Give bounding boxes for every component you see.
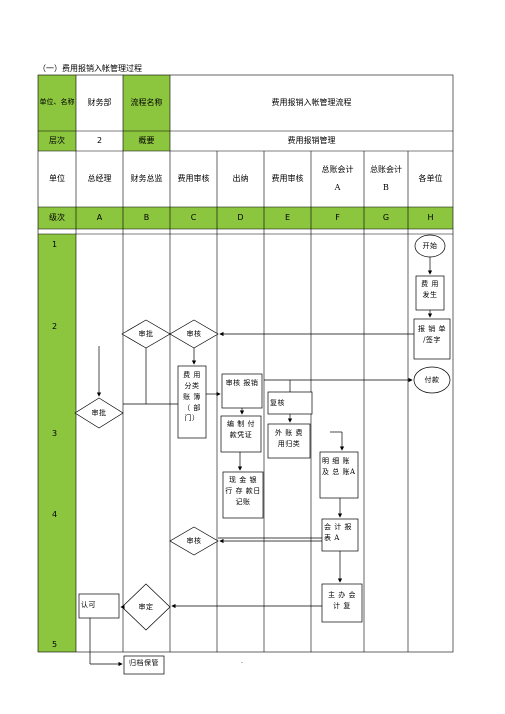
accounting-report-box: [321, 518, 359, 552]
overview-value: 费用报销管理: [287, 135, 336, 145]
row-number-column: [38, 234, 76, 652]
recognize-label: 认可: [81, 601, 96, 609]
start-label: 开始: [422, 242, 438, 250]
payment-label: 付款: [424, 376, 440, 384]
approve-a-diamond: [74, 397, 124, 429]
review-ledger-label: 审核 报销: [225, 379, 259, 387]
level-col-b: B: [143, 212, 150, 222]
level-col-c: C: [190, 212, 197, 222]
cash-journal-label: 现 金 银 行 存 款日记账: [225, 476, 261, 506]
approve-a-label: 审批: [91, 409, 107, 417]
row-number-5: 5: [52, 640, 58, 649]
voucher-label: 编 制 付 款凭证: [227, 420, 255, 439]
recognize-box: [78, 593, 120, 619]
form-sign-label: 报 销 单 /签字: [418, 325, 446, 344]
unit-col-d: 出纳: [232, 173, 249, 183]
form-sign-box: [413, 318, 451, 360]
cash-journal-box: [222, 471, 264, 519]
row-number-4: 4: [52, 510, 58, 519]
detail-ledger-box: [319, 451, 359, 499]
footer-dot: .: [241, 658, 243, 665]
process-name-value: 费用报销入帐管理流程: [271, 97, 352, 107]
process-name-label: 流程名称: [123, 75, 170, 131]
expense-occur-label: 费 用发生: [421, 280, 439, 299]
levels-label: 级次: [49, 212, 65, 222]
review-c2-diamond: [169, 526, 219, 556]
levels-row-bg: [38, 207, 453, 229]
detail-ledger-label: 明 细 账及 总 账A: [322, 457, 356, 476]
voucher-box: [220, 415, 262, 453]
expense-occur-box: [415, 275, 445, 311]
row-number-1: 1: [52, 240, 58, 249]
classify-label: 费 用 分类 账 簿 （ 部门）: [183, 371, 201, 423]
accounting-report-label: 会 计 报 表 A: [324, 523, 352, 542]
unit-name-value: 财务部: [87, 97, 112, 107]
row-number-3: 3: [52, 429, 58, 438]
external-box: [267, 423, 311, 459]
level-col-f: F: [335, 212, 340, 222]
unit-col-a: 总经理: [87, 173, 112, 183]
level-col-g: G: [382, 212, 390, 222]
level-col-e: E: [284, 212, 291, 222]
row-number-2: 2: [52, 322, 58, 331]
classify-box: [177, 365, 207, 439]
level-col-d: D: [237, 212, 244, 222]
unit-col-c: 费用审核: [177, 173, 210, 183]
unit-col-h: 各单位: [418, 173, 443, 183]
unit-name-label: 单位、名称: [38, 75, 76, 131]
section-title: （一）费用报销入帐管理过程: [38, 64, 142, 73]
review-c-label: 审核: [186, 330, 202, 338]
verify-diamond: [121, 583, 171, 631]
level-label: 层次: [38, 131, 76, 151]
level-col-a: A: [96, 212, 103, 222]
unit-col-b: 财务总监: [130, 173, 163, 183]
check-e-label: 复核: [270, 399, 285, 407]
external-label: 外 账 费 用归类: [275, 429, 303, 448]
overview-label: 概要: [123, 131, 170, 151]
archive-box: [123, 655, 165, 675]
supervisor-label: 主 办 会 计 复: [328, 591, 356, 610]
approve-b-label: 审批: [138, 330, 154, 338]
unit-col-g: 总账会计 B: [370, 164, 402, 192]
payment-node: [413, 366, 451, 394]
review-c2-label: 审核: [186, 537, 202, 545]
unit-col-f: 总账会计A: [321, 164, 354, 192]
units-label: 单位: [49, 173, 65, 183]
unit-col-e: 费用审核: [271, 173, 304, 183]
verify-label: 审定: [138, 603, 154, 611]
archive-label: 归档保管: [129, 659, 159, 667]
level-value: 2: [96, 135, 103, 145]
review-ledger-box: [221, 373, 263, 409]
level-col-h: H: [427, 212, 434, 222]
supervisor-box: [321, 583, 363, 623]
